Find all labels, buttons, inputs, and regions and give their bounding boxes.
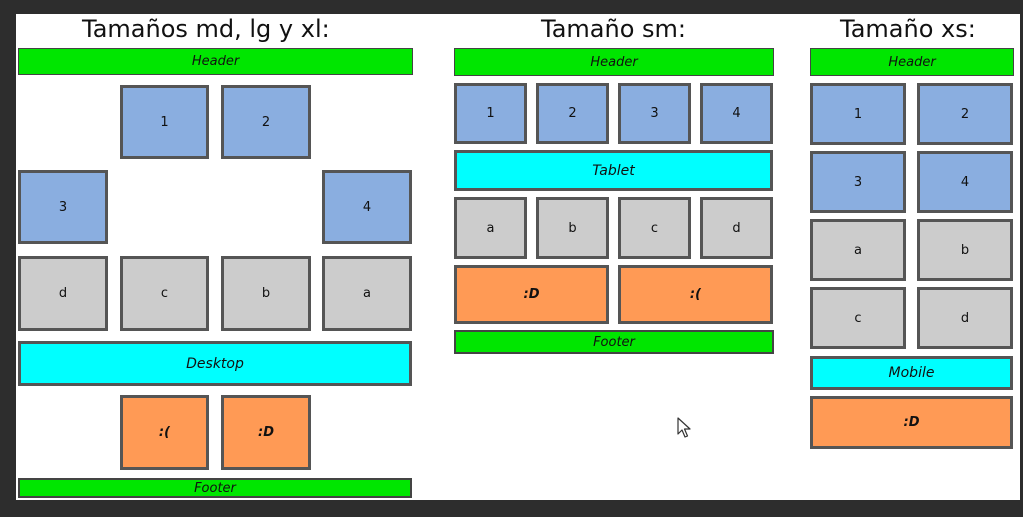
title-md-lg-xl: Tamaños md, lg y xl: <box>82 15 330 43</box>
xs-header: Header <box>810 48 1014 76</box>
md-sad-face-box: :( <box>120 395 209 470</box>
md-box-b: b <box>221 256 311 331</box>
md-happy-face-box: :D <box>221 395 311 470</box>
md-box-3: 3 <box>18 170 108 244</box>
sm-box-3: 3 <box>618 83 691 144</box>
md-box-c: c <box>120 256 209 331</box>
xs-mobile-bar: Mobile <box>810 356 1013 390</box>
xs-box-4: 4 <box>917 151 1013 213</box>
sm-header: Header <box>454 48 774 76</box>
xs-box-1: 1 <box>810 83 906 145</box>
xs-happy-face-box: :D <box>810 396 1013 449</box>
xs-box-b: b <box>917 219 1013 281</box>
md-box-a: a <box>322 256 412 331</box>
md-box-2: 2 <box>221 85 311 159</box>
md-box-1: 1 <box>120 85 209 159</box>
sm-box-1: 1 <box>454 83 527 144</box>
title-xs: Tamaño xs: <box>840 15 976 43</box>
sm-box-4: 4 <box>700 83 773 144</box>
sm-box-d: d <box>700 197 773 259</box>
sm-footer: Footer <box>454 330 774 354</box>
sm-tablet-bar: Tablet <box>454 150 773 191</box>
xs-box-3: 3 <box>810 151 906 213</box>
sm-box-b: b <box>536 197 609 259</box>
mouse-pointer-icon <box>677 417 691 438</box>
sm-box-2: 2 <box>536 83 609 144</box>
xs-box-a: a <box>810 219 906 281</box>
sm-box-a: a <box>454 197 527 259</box>
xs-box-2: 2 <box>917 83 1013 145</box>
md-header: Header <box>18 48 413 75</box>
xs-box-d: d <box>917 287 1013 349</box>
md-desktop-bar: Desktop <box>18 341 412 386</box>
sm-box-c: c <box>618 197 691 259</box>
sm-happy-face-box: :D <box>454 265 609 324</box>
sm-sad-face-box: :( <box>618 265 773 324</box>
md-box-d: d <box>18 256 108 331</box>
xs-box-c: c <box>810 287 906 349</box>
md-footer: Footer <box>18 478 412 498</box>
title-sm: Tamaño sm: <box>541 15 686 43</box>
md-box-4: 4 <box>322 170 412 244</box>
